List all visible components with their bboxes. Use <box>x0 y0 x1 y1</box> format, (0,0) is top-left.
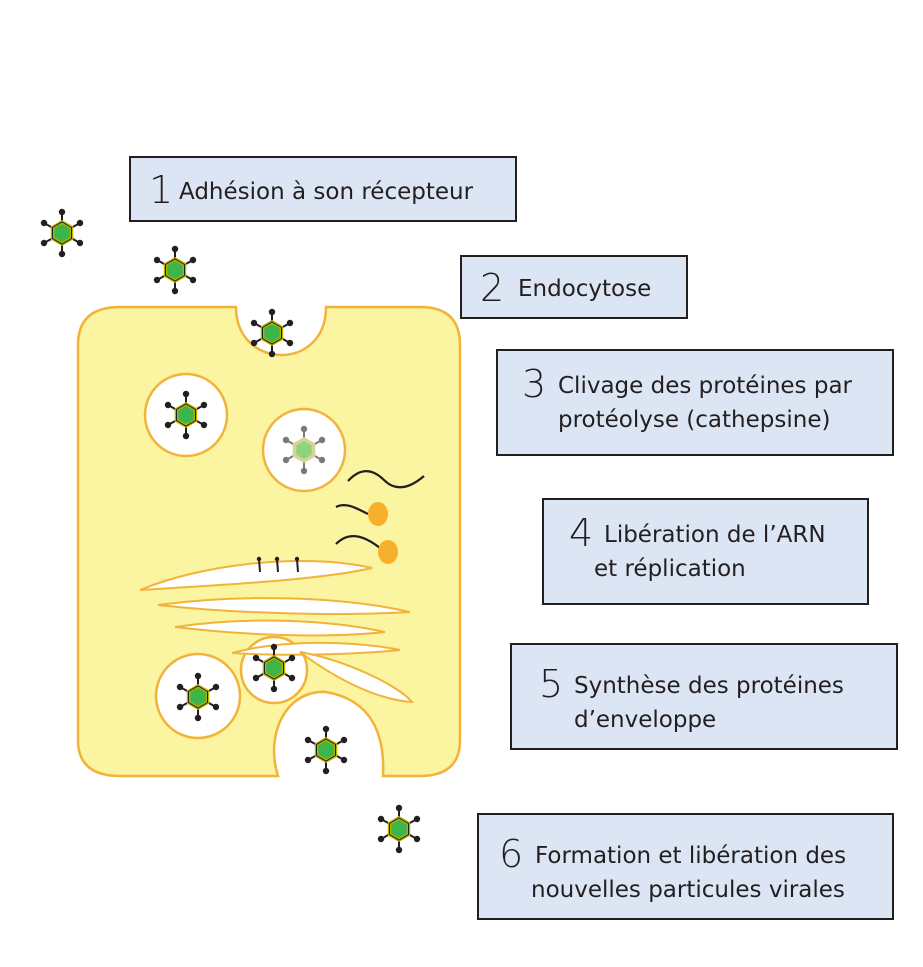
virus-icon <box>152 244 198 296</box>
ribosome-icon <box>368 502 388 526</box>
step-box-2: 2 Endocytose <box>460 255 688 319</box>
step-label: et réplication <box>594 556 746 582</box>
step-label: protéolyse (cathepsine) <box>558 407 831 433</box>
virus-icon <box>303 724 349 776</box>
step-label: Clivage des protéines par <box>558 373 853 399</box>
step-label: Endocytose <box>518 276 652 302</box>
step-box-6: 6 Formation et libération des nouvelles … <box>477 813 894 920</box>
step-number: 2 <box>480 266 504 310</box>
step-box-1: 1 Adhésion à son récepteur <box>129 156 517 222</box>
step-number: 1 <box>149 168 173 212</box>
step-number: 4 <box>569 511 593 555</box>
endoplasmic-reticulum <box>139 559 415 704</box>
step-label: d’enveloppe <box>574 707 717 733</box>
step-number: 6 <box>499 832 523 876</box>
step-label: Adhésion à son récepteur <box>179 179 474 205</box>
step-label: Libération de l’ARN <box>604 522 826 548</box>
rna-strand-icon <box>335 470 425 549</box>
step-box-4: 4 Libération de l’ARN et réplication <box>542 498 869 605</box>
virus-icon <box>376 803 422 855</box>
step-label: nouvelles particules virales <box>531 877 845 903</box>
step-box-5: 5 Synthèse des protéines d’enveloppe <box>510 643 898 750</box>
step-number: 5 <box>539 662 563 706</box>
step-label: Synthèse des protéines <box>574 673 844 699</box>
virus-icon <box>39 207 85 259</box>
ribosome-icon <box>378 540 398 564</box>
step-label: Formation et libération des <box>535 843 847 869</box>
host-cell <box>76 305 462 778</box>
step-number: 3 <box>522 362 546 406</box>
step-box-3: 3 Clivage des protéines par protéolyse (… <box>496 349 894 456</box>
